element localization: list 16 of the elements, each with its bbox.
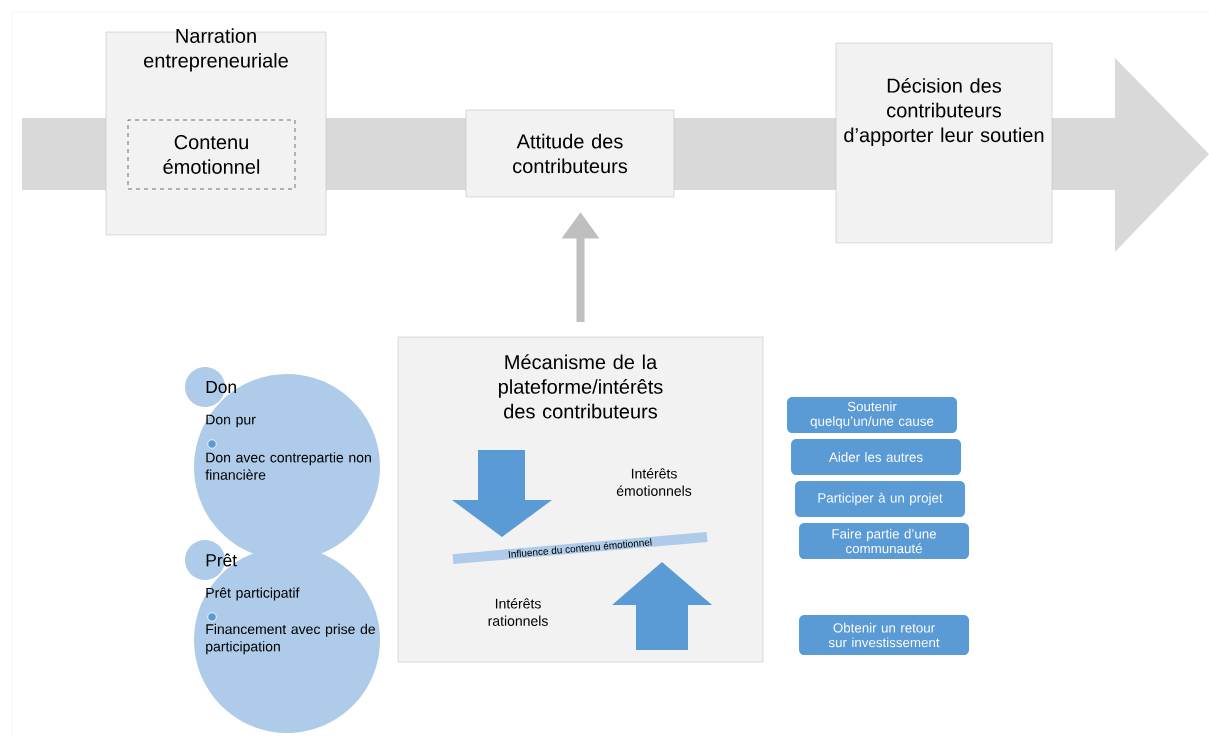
interest-tag: Obtenir un retour sur investissement <box>799 615 969 655</box>
text-box: Attitude des contributeurs <box>465 109 675 198</box>
interest-tag: Participer à un projet <box>795 481 965 517</box>
node-label: Don avec contrepartie non financière <box>205 452 371 480</box>
interest-tag: Aider les autres <box>791 439 961 475</box>
dashed-box: Contenu émotionnel <box>127 119 296 190</box>
node-label: Financement avec prise de participation <box>206 623 376 655</box>
text-label: Intérêts rationnels <box>488 598 548 626</box>
text-box: Décision des contributeurs d’apporter leur soutien <box>835 42 1053 244</box>
interest-tag: Soutenir quelqu’un/une cause <box>787 397 957 433</box>
interest-tag: Faire partie d’une communauté <box>799 523 969 559</box>
balance-bar: Influence du contenu émotionnel <box>452 531 708 565</box>
node-label: Prêt participatif <box>206 587 300 601</box>
text-label: Intérêts émotionnels <box>616 468 692 496</box>
node-label: Don <box>206 380 236 394</box>
node-label: Don pur <box>206 414 256 428</box>
